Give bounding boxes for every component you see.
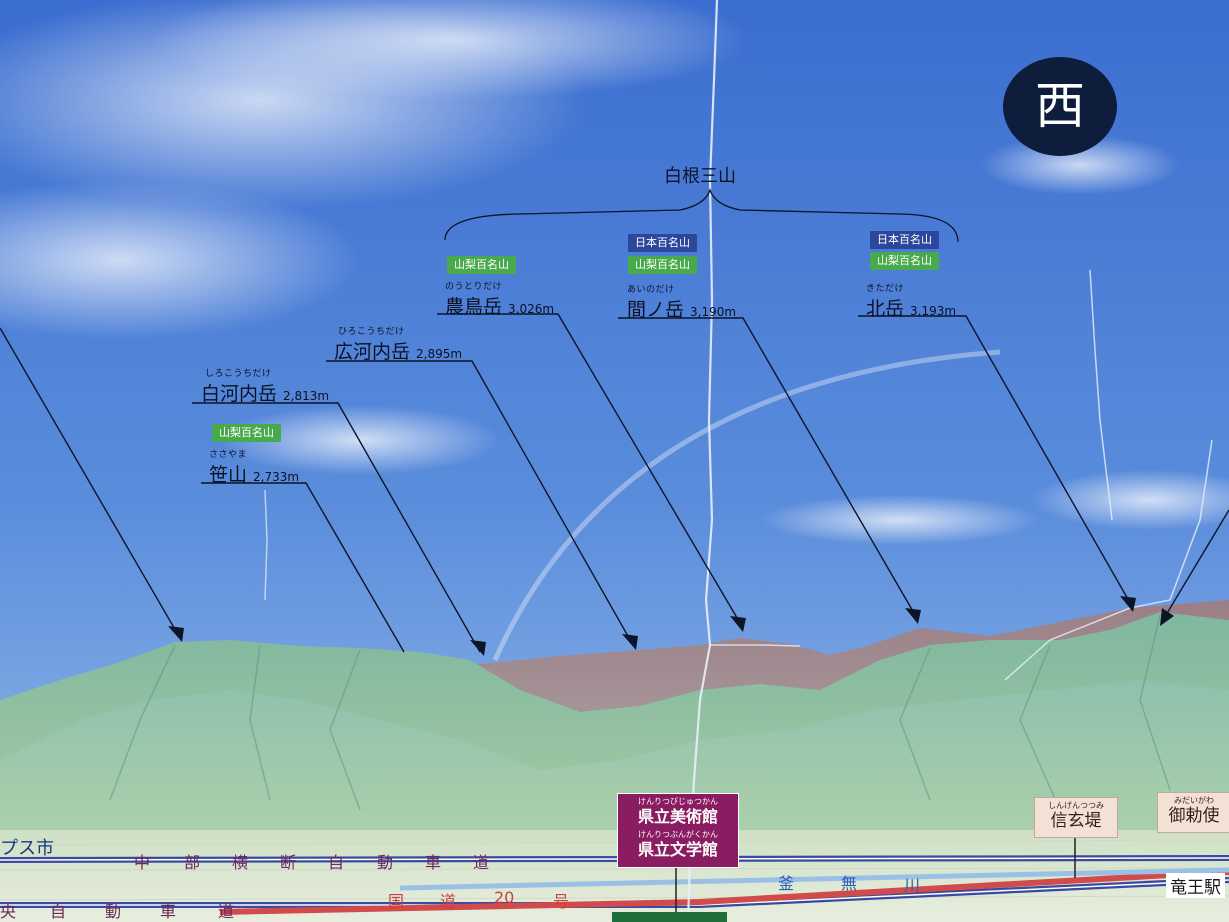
road-char: 動 (105, 902, 122, 921)
ridge-shading (109, 614, 1171, 811)
road-char: 自 (328, 853, 345, 872)
road-char: 動 (377, 853, 394, 872)
road-char: 自 (50, 902, 67, 921)
peak-elevation: 2,895m (416, 347, 463, 361)
badge-yamanashi-kitadake: 山梨百名山 (870, 252, 939, 270)
peak-label-notoridake: のうとりだけ 農鳥岳 3,026m (445, 279, 554, 319)
station-label-ryuo: 竜王駅 (1166, 873, 1225, 898)
peak-name: 笹山 (209, 464, 248, 486)
road-char: 断 (280, 853, 297, 872)
landmark-shingen-tsutsumi: しんげんつつみ 信玄堤 (1034, 797, 1118, 838)
peak-label-hirokochidake: ひろこうちだけ 広河内岳 2,895m (334, 324, 462, 364)
reflection-arc (492, 349, 1001, 662)
landmark-ruby: しんげんつつみ (1048, 801, 1104, 810)
road-char: 央 (0, 902, 17, 921)
leader-sasayama (201, 482, 405, 653)
group-title: 白根三山 (664, 166, 736, 187)
leader-lines (0, 313, 1229, 653)
road-char: 中 (134, 853, 151, 872)
peak-name: 農鳥岳 (445, 296, 503, 318)
road-char: 部 (184, 853, 201, 872)
road-char: 道 (218, 902, 235, 921)
group-bracket (444, 187, 959, 243)
facility-base (612, 912, 727, 922)
landmark-name: 信玄堤 (1050, 811, 1102, 831)
peak-ruby: あいのだけ (627, 285, 675, 295)
peak-label-kitadake: きただけ 北岳 3,193m (866, 281, 956, 321)
peak-elevation: 3,026m (508, 302, 555, 316)
peak-name: 北岳 (866, 298, 905, 320)
museum-name: 県立美術館 (637, 807, 718, 826)
museum-ruby: けんりつびじゅつかん (637, 797, 719, 806)
peak-name: 間ノ岳 (627, 299, 685, 321)
peak-name: 広河内岳 (334, 341, 411, 363)
arrowheads (168, 596, 1174, 656)
leader-ainodake (618, 317, 919, 621)
plain-texture (0, 839, 1229, 901)
leader-shirokochidake (192, 402, 481, 653)
badge-hyakumeizan-ainodake: 日本百名山 (628, 234, 697, 252)
peak-label-shirokochidake: しろこうちだけ 白河内岳 2,813m (201, 366, 329, 406)
leader-kitadake (858, 315, 1134, 609)
peak-ruby: ささやま (209, 450, 248, 460)
badge-yamanashi-ainodake: 山梨百名山 (628, 256, 697, 274)
leader-left (0, 327, 181, 639)
literature-name: 県立文学館 (637, 840, 718, 859)
road-char: 20 (494, 888, 515, 907)
peak-elevation: 2,813m (283, 389, 330, 403)
river-char: 無 (841, 874, 858, 893)
peak-ruby: しろこうちだけ (205, 369, 272, 379)
peak-ruby: きただけ (866, 284, 905, 294)
peak-label-ainodake: あいのだけ 間ノ岳 3,190m (627, 282, 736, 322)
peak-label-sasayama: ささやま 笹山 2,733m (209, 447, 299, 487)
road-char: 道 (440, 892, 457, 911)
peak-ruby: のうとりだけ (445, 282, 503, 292)
river-char: 川 (904, 876, 921, 895)
facility-prefectural-museums: けんりつびじゅつかん 県立美術館 けんりつぶんがくかん 県立文学館 (617, 793, 739, 868)
peak-elevation: 3,193m (910, 304, 957, 318)
literature-ruby: けんりつぶんがくかん (637, 830, 719, 839)
kamanashi-river (399, 867, 1229, 891)
leader-notoridake (437, 313, 744, 629)
leader-hirokochidake (326, 360, 634, 646)
city-label: プス市 (0, 838, 54, 859)
road-char: 横 (232, 853, 249, 872)
badge-yamanashi-notoridake: 山梨百名山 (447, 256, 516, 274)
leader-right (1162, 509, 1229, 621)
foothills (0, 680, 1229, 860)
peak-ruby: ひろこうちだけ (338, 327, 405, 337)
landmark-name: 御勅使 (1168, 806, 1220, 826)
landmark-midaigawa: みだいがわ 御勅使 (1157, 792, 1229, 833)
badge-hyakumeizan-kitadake: 日本百名山 (870, 231, 939, 249)
landmark-ruby: みだいがわ (1174, 796, 1214, 805)
road-char: 車 (425, 853, 442, 872)
badge-yamanashi-sasayama: 山梨百名山 (212, 424, 281, 442)
road-char: 号 (553, 892, 570, 911)
river-char: 釜 (778, 874, 795, 893)
peak-elevation: 3,190m (690, 305, 737, 319)
direction-badge-west: 西 (1003, 57, 1117, 156)
road-char: 道 (473, 853, 490, 872)
road-char: 国 (388, 892, 405, 911)
peak-name: 白河内岳 (201, 383, 278, 405)
chubu-expressway-center (0, 857, 1229, 861)
peak-elevation: 2,733m (253, 470, 300, 484)
road-char: 車 (160, 902, 177, 921)
